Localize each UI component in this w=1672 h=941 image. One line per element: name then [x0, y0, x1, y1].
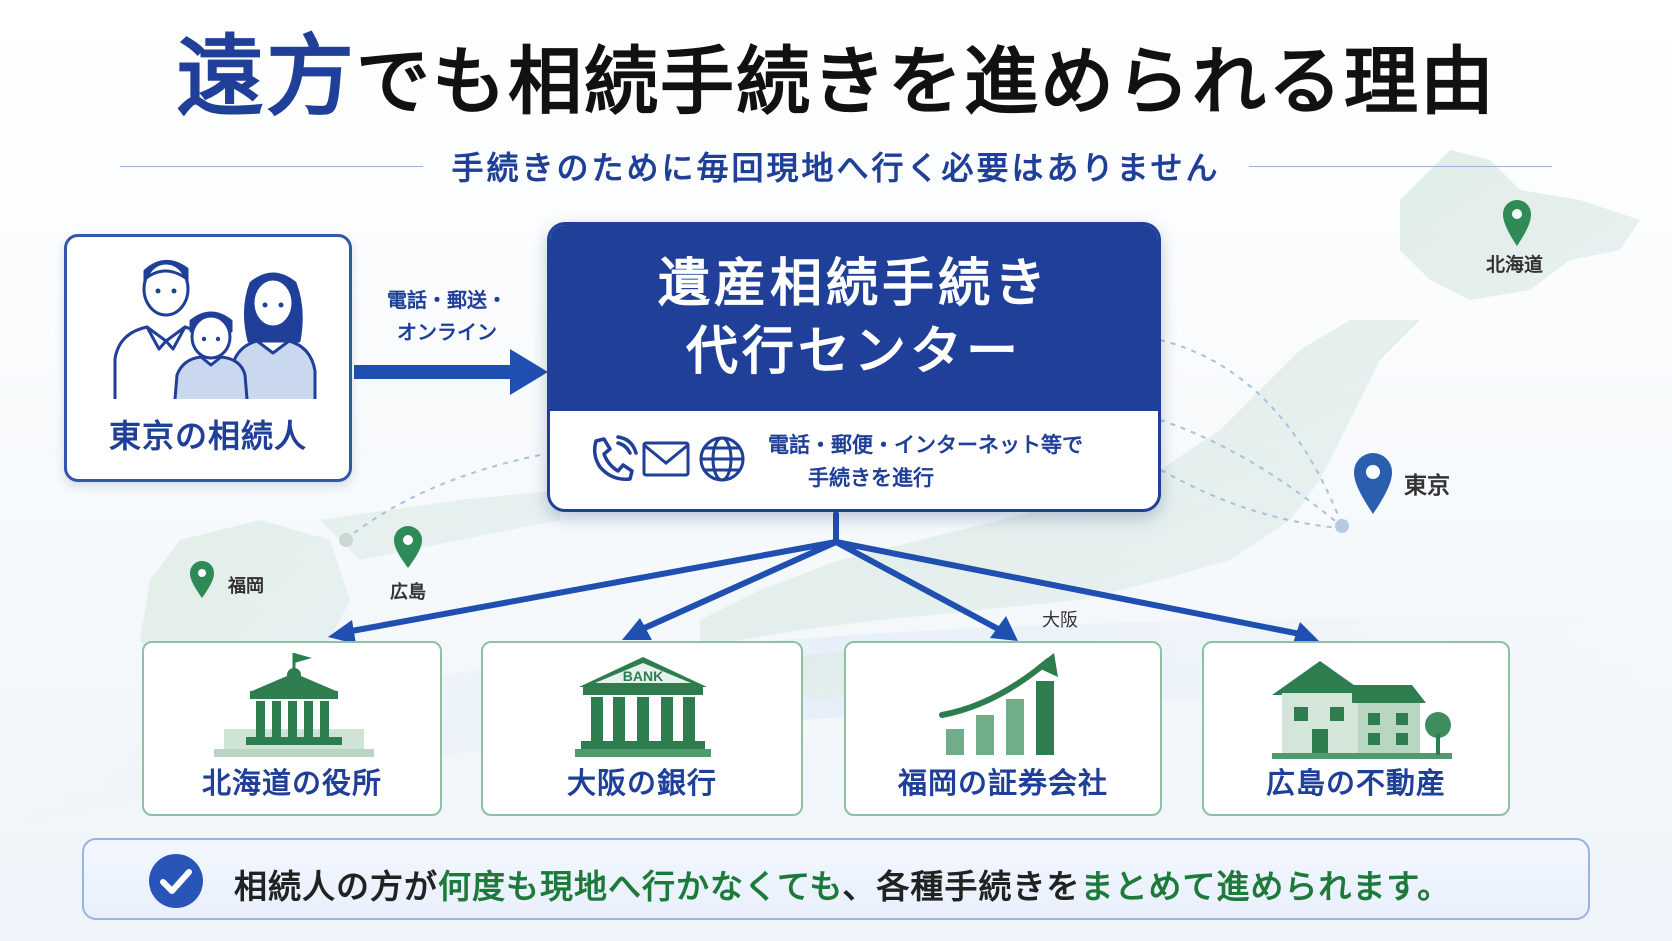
family-icon: [113, 260, 317, 399]
chugoku-landmass: [320, 490, 560, 560]
branch-arrows: [343, 511, 1303, 637]
map-pin-fukuoka: [190, 561, 214, 598]
center-card: 遺産相続手続き 代行センター 電話・郵便・インターネット等で 手続きを進行: [547, 222, 1161, 512]
svg-text:BANK: BANK: [623, 668, 663, 684]
dest-card-hiroshima: 広島の不動産: [1202, 641, 1510, 816]
subtitle: 手続きのために毎回現地へ行く必要はありません: [451, 149, 1221, 187]
arrow-heir-to-center: [354, 349, 548, 395]
center-desc-text: 電話・郵便・インターネット等で 手続きを進行: [768, 429, 1138, 494]
dest-card-hokkaido: 北海道の役所: [142, 641, 442, 816]
dest-label-hiroshima: 広島の不動産: [1265, 766, 1446, 800]
subtitle-rule-right: [1248, 165, 1553, 167]
dest-card-osaka: BANK 大阪の銀行: [481, 641, 803, 816]
center-title-line2: 代行センター: [685, 321, 1022, 382]
government-building-icon: [214, 653, 374, 757]
map-pin-hokkaido: [1503, 200, 1531, 246]
center-description: 電話・郵便・インターネット等で 手続きを進行: [550, 411, 1158, 509]
channel-label: 電話・郵送・ オンライン: [372, 284, 522, 348]
phone-icon: [592, 435, 638, 481]
title-rest: でも相続手続きを進められる理由: [356, 39, 1496, 125]
summary-highlight2: まとめて進められます。: [1080, 867, 1452, 906]
map-label-fukuoka: 福岡: [228, 576, 264, 597]
summary-banner: 相続人の方が何度も現地へ行かなくても、各種手続きをまとめて進められます。: [82, 838, 1590, 920]
center-desc-line2: 手続きを進行: [808, 465, 934, 490]
globe-icon: [699, 436, 745, 482]
map-label-hokkaido: 北海道: [1486, 254, 1544, 276]
dest-label-fukuoka: 福岡の証券会社: [897, 766, 1108, 800]
map-label-tokyo: 東京: [1404, 473, 1450, 499]
summary-highlight: 何度も現地へ行かなくても: [438, 867, 843, 906]
heir-label: 東京の相続人: [108, 417, 307, 455]
map-label-osaka: 大阪: [1042, 610, 1078, 631]
summary-part2: 、各種手続きを: [842, 867, 1081, 906]
heir-card: 東京の相続人: [64, 234, 352, 482]
channel-label-line2: オンライン: [397, 320, 497, 344]
page-title: 遠方でも相続手続きを進められる理由: [0, 28, 1672, 125]
dest-label-osaka: 大阪の銀行: [566, 766, 717, 800]
check-circle-icon: [149, 854, 203, 908]
summary-text: 相続人の方が何度も現地へ行かなくても、各種手続きをまとめて進められます。: [234, 860, 1451, 908]
map-label-hiroshima: 広島: [390, 582, 426, 603]
map-pin-hiroshima: [394, 526, 422, 568]
center-desc-line1: 電話・郵便・インターネット等で: [768, 433, 1083, 457]
summary-part1: 相続人の方が: [234, 867, 438, 906]
channel-label-line1: 電話・郵送・: [387, 288, 507, 312]
subtitle-rule-left: [120, 165, 424, 167]
center-title: 遺産相続手続き 代行センター: [550, 225, 1158, 411]
house-icon: [1272, 661, 1452, 759]
bank-icon: BANK: [575, 657, 711, 757]
title-accent: 遠方: [175, 24, 356, 128]
dest-label-hokkaido: 北海道の役所: [201, 766, 382, 800]
dest-card-fukuoka: 福岡の証券会社: [844, 641, 1162, 816]
contact-icons: [592, 435, 745, 482]
subtitle-row: 手続きのために毎回現地へ行く必要はありません: [120, 136, 1553, 196]
growth-chart-icon: [939, 653, 1058, 755]
center-title-line1: 遺産相続手続き: [657, 253, 1050, 315]
mail-icon: [642, 441, 690, 477]
map-pin-tokyo: [1354, 453, 1392, 514]
